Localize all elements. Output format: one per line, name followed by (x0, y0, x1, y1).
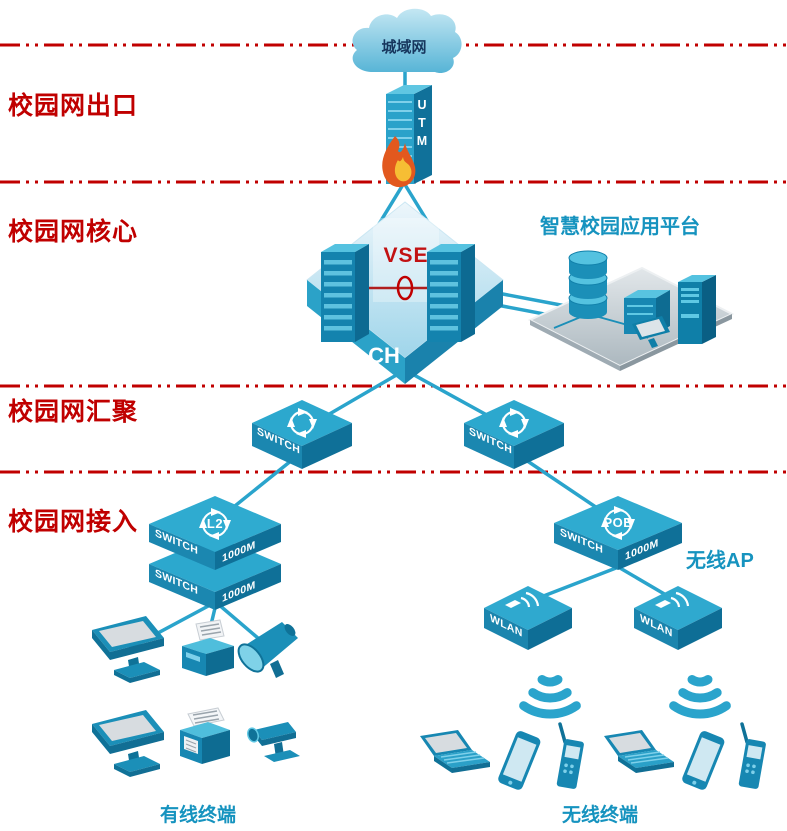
wired-terminals-label: 有线终端 (160, 805, 237, 826)
printer-icon (182, 619, 234, 676)
flame-icon (382, 136, 416, 188)
agg-switch-right: SWITCH (464, 400, 564, 469)
wifi-arcs-icon (519, 675, 581, 719)
core-vse-label: VSE (383, 244, 428, 267)
walkie-talkie-icon (556, 722, 584, 789)
wlan-ap-left: WLAN (484, 586, 572, 650)
desktop-monitor-icon (92, 710, 164, 777)
workstation-icon (632, 316, 670, 348)
zone-label-aggregation: 校园网汇聚 (8, 398, 139, 426)
core-chassis-left-icon (321, 244, 369, 342)
wifi-signal-right (669, 675, 731, 719)
wifi-arcs-icon (669, 675, 731, 719)
ap-body-icon (634, 586, 722, 650)
smartphone-icon (498, 731, 541, 790)
access-wireless-badge: POE (604, 515, 633, 530)
laptop-icon (604, 730, 674, 773)
switch-body-icon (554, 496, 682, 570)
circular-arrows-icon (601, 506, 635, 540)
zone-label-core: 校园网核心 (8, 218, 139, 246)
wifi-signal-left (519, 675, 581, 719)
laptop-icon (420, 730, 490, 773)
radio-signal-icon (655, 591, 690, 608)
database-icon (568, 250, 608, 319)
security-camera-icon (247, 722, 300, 762)
server-tower-icon (678, 275, 716, 344)
utm-firewall-node (382, 85, 432, 188)
core-chassis-right-icon (427, 244, 475, 342)
ap-body-icon (484, 586, 572, 650)
speaker-megaphone-icon (237, 622, 298, 678)
circular-arrows-icon (499, 408, 529, 438)
zone-label-access: 校园网接入 (8, 508, 139, 536)
wan-cloud-label: 城域网 (381, 38, 426, 56)
circular-arrows-icon (199, 508, 231, 540)
app-platform-title: 智慧校园应用平台 (540, 216, 700, 238)
core-ch-label: CH (368, 343, 400, 368)
utm-label: UTM (415, 98, 429, 152)
switch-body-icon (252, 400, 352, 469)
agg-switch-left: SWITCH (252, 400, 352, 469)
access-switch-wired-stack: SWITCH 1000M L2 SWITCH 1000M (149, 496, 281, 610)
switch-body-icon (464, 400, 564, 469)
wan-cloud-node: 城域网 (352, 8, 462, 74)
access-switch-wireless: POE SWITCH 1000M (554, 496, 682, 570)
walkie-talkie-icon (738, 722, 766, 789)
zone-label-exit: 校园网出口 (8, 92, 139, 120)
smartphone-icon (682, 731, 725, 790)
core-switch-stack: VSE CH (306, 201, 504, 384)
wireless-ap-label: 无线AP (686, 550, 754, 572)
access-wired-badge: L2 (207, 516, 223, 531)
desktop-monitor-icon (92, 616, 164, 683)
cloud-icon (352, 8, 462, 74)
app-platform-node (527, 250, 735, 371)
wlan-ap-right: WLAN (634, 586, 722, 650)
circular-arrows-icon (287, 408, 317, 438)
radio-signal-icon (505, 591, 540, 608)
document-terminal-icon (180, 707, 230, 764)
wireless-terminals-label: 无线终端 (562, 805, 639, 826)
